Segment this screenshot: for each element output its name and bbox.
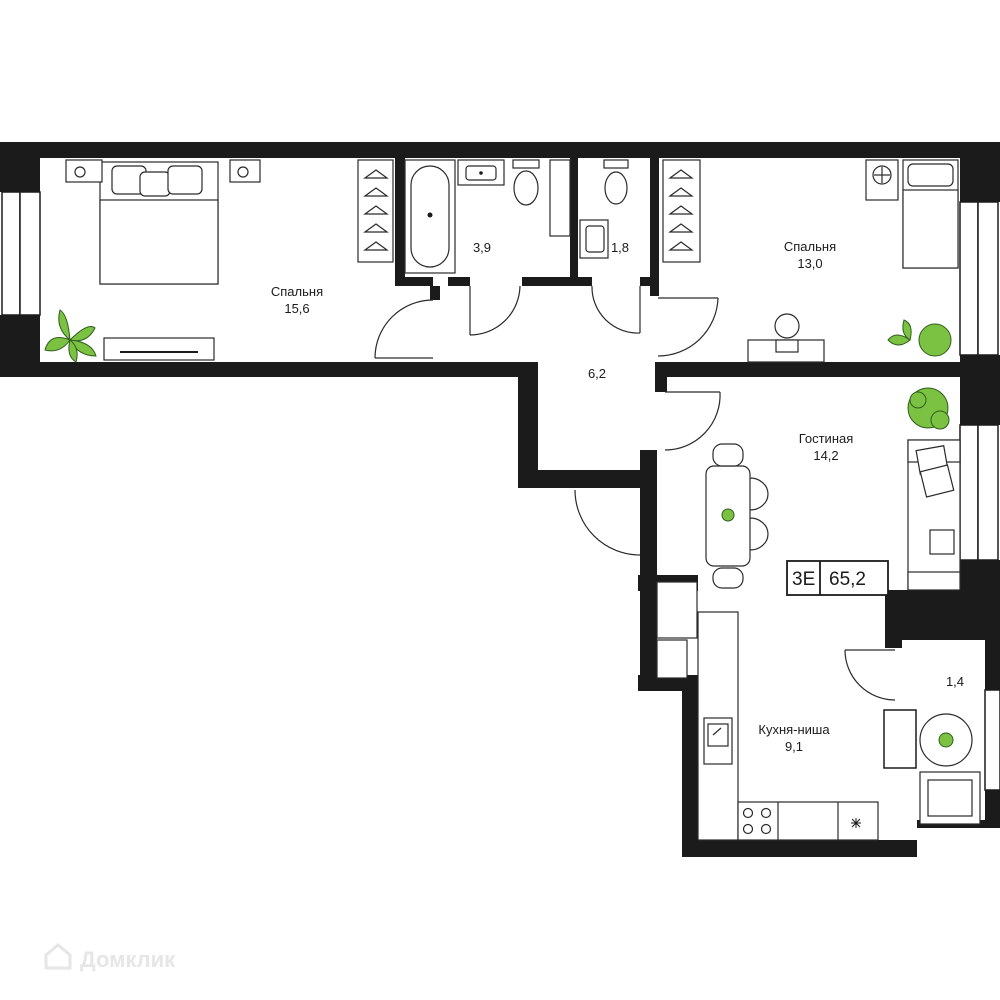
bathtub-icon (404, 159, 456, 274)
stove-icon (742, 807, 772, 835)
room-area-bedroom1: 15,6 (284, 301, 309, 316)
total-area: 65,2 (829, 569, 866, 590)
bed-icon (65, 159, 261, 285)
room-area-kitchen: 9,1 (785, 739, 803, 754)
kitchen-counter (697, 611, 879, 841)
sink-icon (457, 159, 505, 186)
window-icon (1, 191, 1000, 791)
watermark-text: Домклик (80, 947, 176, 972)
room-label-kitchen: Кухня-ниша (758, 722, 830, 737)
cabinet (656, 581, 698, 679)
sofa-icon (907, 439, 961, 591)
bed-icon (902, 159, 959, 269)
watermark-logo-icon (44, 943, 72, 970)
room-label-bedroom1: Спальня (271, 284, 323, 299)
lamp-icon (865, 159, 899, 201)
hanger-icon (662, 159, 701, 263)
door-icon (374, 285, 896, 701)
room-area-balcony: 1,4 (946, 674, 964, 689)
room-label-living: Гостиная (799, 431, 854, 446)
fridge-icon (851, 818, 861, 828)
walls (0, 142, 1000, 857)
apartment-type: 3Е (792, 569, 815, 590)
room-area-bath: 3,9 (473, 240, 491, 255)
room-label-bedroom2: Спальня (784, 239, 836, 254)
plant-icon (938, 732, 954, 748)
desk (747, 313, 825, 363)
toilet-icon (603, 159, 629, 205)
room-area-hall: 6,2 (588, 366, 606, 381)
table-icon (705, 443, 769, 589)
balcony-furniture (919, 713, 981, 825)
plant-icon (44, 309, 97, 363)
apartment-badge: 3Е 65,2 (786, 560, 889, 596)
shelf (549, 159, 571, 237)
room-area-bedroom2: 13,0 (797, 256, 822, 271)
plant-icon (721, 508, 735, 522)
dresser (103, 337, 215, 361)
hanger-icon (357, 159, 394, 263)
room-area-wc: 1,8 (611, 240, 629, 255)
plant-icon (907, 387, 950, 430)
room-area-living: 14,2 (813, 448, 838, 463)
watermark: Домклик (44, 943, 176, 972)
sink-icon (579, 219, 609, 259)
toilet-icon (512, 159, 540, 206)
plant-icon (887, 319, 952, 357)
